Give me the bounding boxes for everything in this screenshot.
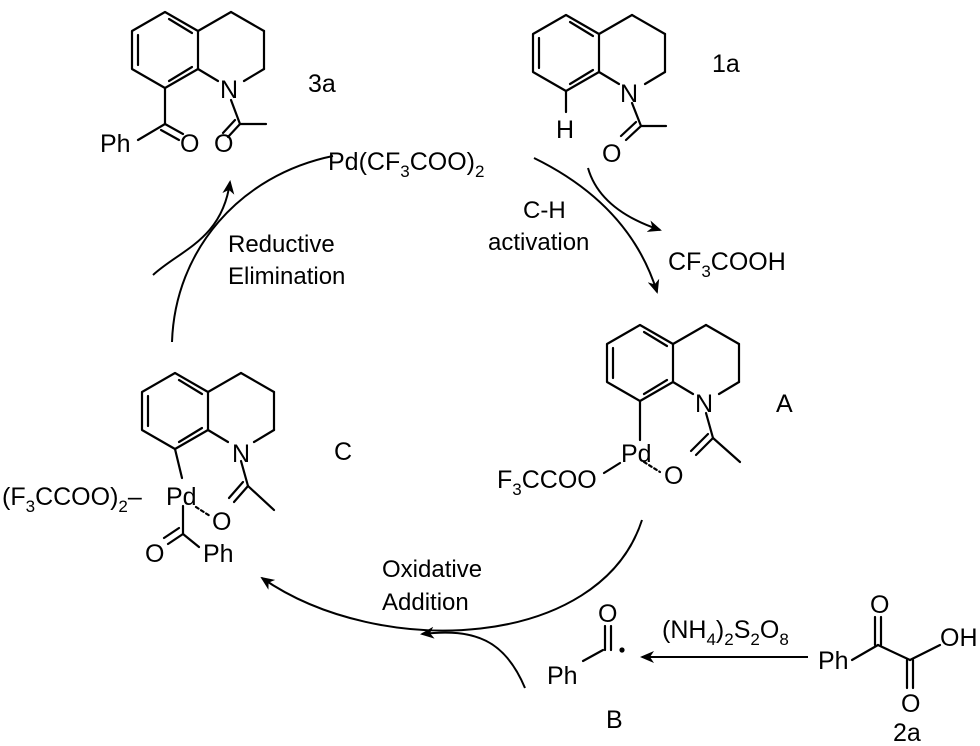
intermediate-a-o-atom: O (664, 462, 683, 490)
acid-2a-o2: O (901, 690, 920, 718)
acid-2a-ph: Ph (818, 647, 849, 675)
catalyst-label: Pd(CF3COO)2 (328, 148, 484, 181)
oxidative-addition-arc (260, 519, 643, 632)
acid-2a-o1: O (870, 591, 889, 619)
reductive-elimination-line2: Elimination (228, 263, 345, 290)
product-3a-label: 3a (308, 70, 336, 98)
reactant-1a-structure (531, 13, 668, 142)
reactant-1a-label: 1a (712, 50, 740, 78)
reductive-elimination-arc (171, 155, 334, 343)
acid-2a-label: 2a (893, 719, 921, 746)
radical-b-o-atom: O (598, 600, 617, 628)
radical-b-structure (581, 624, 625, 663)
product-3a-amide-o: O (214, 130, 233, 158)
product-3a-ketone-o: O (180, 130, 199, 158)
intermediate-a-structure (602, 323, 742, 475)
oxidant-label: (NH4)2S2O8 (662, 616, 789, 649)
product-release-arrow (152, 180, 235, 276)
acid-2a-structure (850, 615, 942, 690)
intermediate-c-pd: Pd (166, 483, 197, 511)
oxidative-addition-line1: Oxidative (382, 556, 482, 583)
byproduct-label: CF3COOH (668, 248, 786, 281)
ch-activation-line1: C-H (523, 197, 566, 224)
intermediate-c-acyl-o: O (145, 540, 164, 568)
byproduct-release-arrow (587, 167, 662, 232)
radical-b-label: B (606, 706, 623, 734)
radical-entry-arrow (420, 626, 526, 689)
intermediate-c-n-atom: N (232, 440, 250, 468)
reductive-elimination-line1: Reductive (228, 231, 335, 258)
intermediate-c-structure (140, 371, 276, 549)
intermediate-a-n-atom: N (695, 390, 713, 418)
intermediate-a-ligand: F3CCOO (497, 466, 597, 499)
radical-b-ph: Ph (547, 662, 578, 690)
intermediate-c-amide-o: O (212, 508, 231, 536)
reactant-1a-o-atom: O (602, 140, 621, 168)
reactant-1a-n-atom: N (620, 80, 638, 108)
ch-activation-arrow (533, 157, 660, 294)
intermediate-a-pd: Pd (621, 440, 652, 468)
intermediate-c-ph: Ph (203, 540, 234, 568)
reactant-1a-h-atom: H (556, 116, 574, 144)
product-3a-structure (130, 10, 268, 142)
intermediate-a-label: A (776, 390, 793, 418)
intermediate-c-label: C (334, 438, 352, 466)
intermediate-c-ligand: (F3CCOO)2– (2, 483, 142, 516)
product-3a-ph: Ph (100, 130, 131, 158)
oxidative-addition-line2: Addition (382, 589, 469, 616)
ch-activation-line2: activation (488, 229, 589, 256)
acid-2a-oh: OH (940, 624, 978, 652)
product-3a-n-atom: N (220, 76, 238, 104)
